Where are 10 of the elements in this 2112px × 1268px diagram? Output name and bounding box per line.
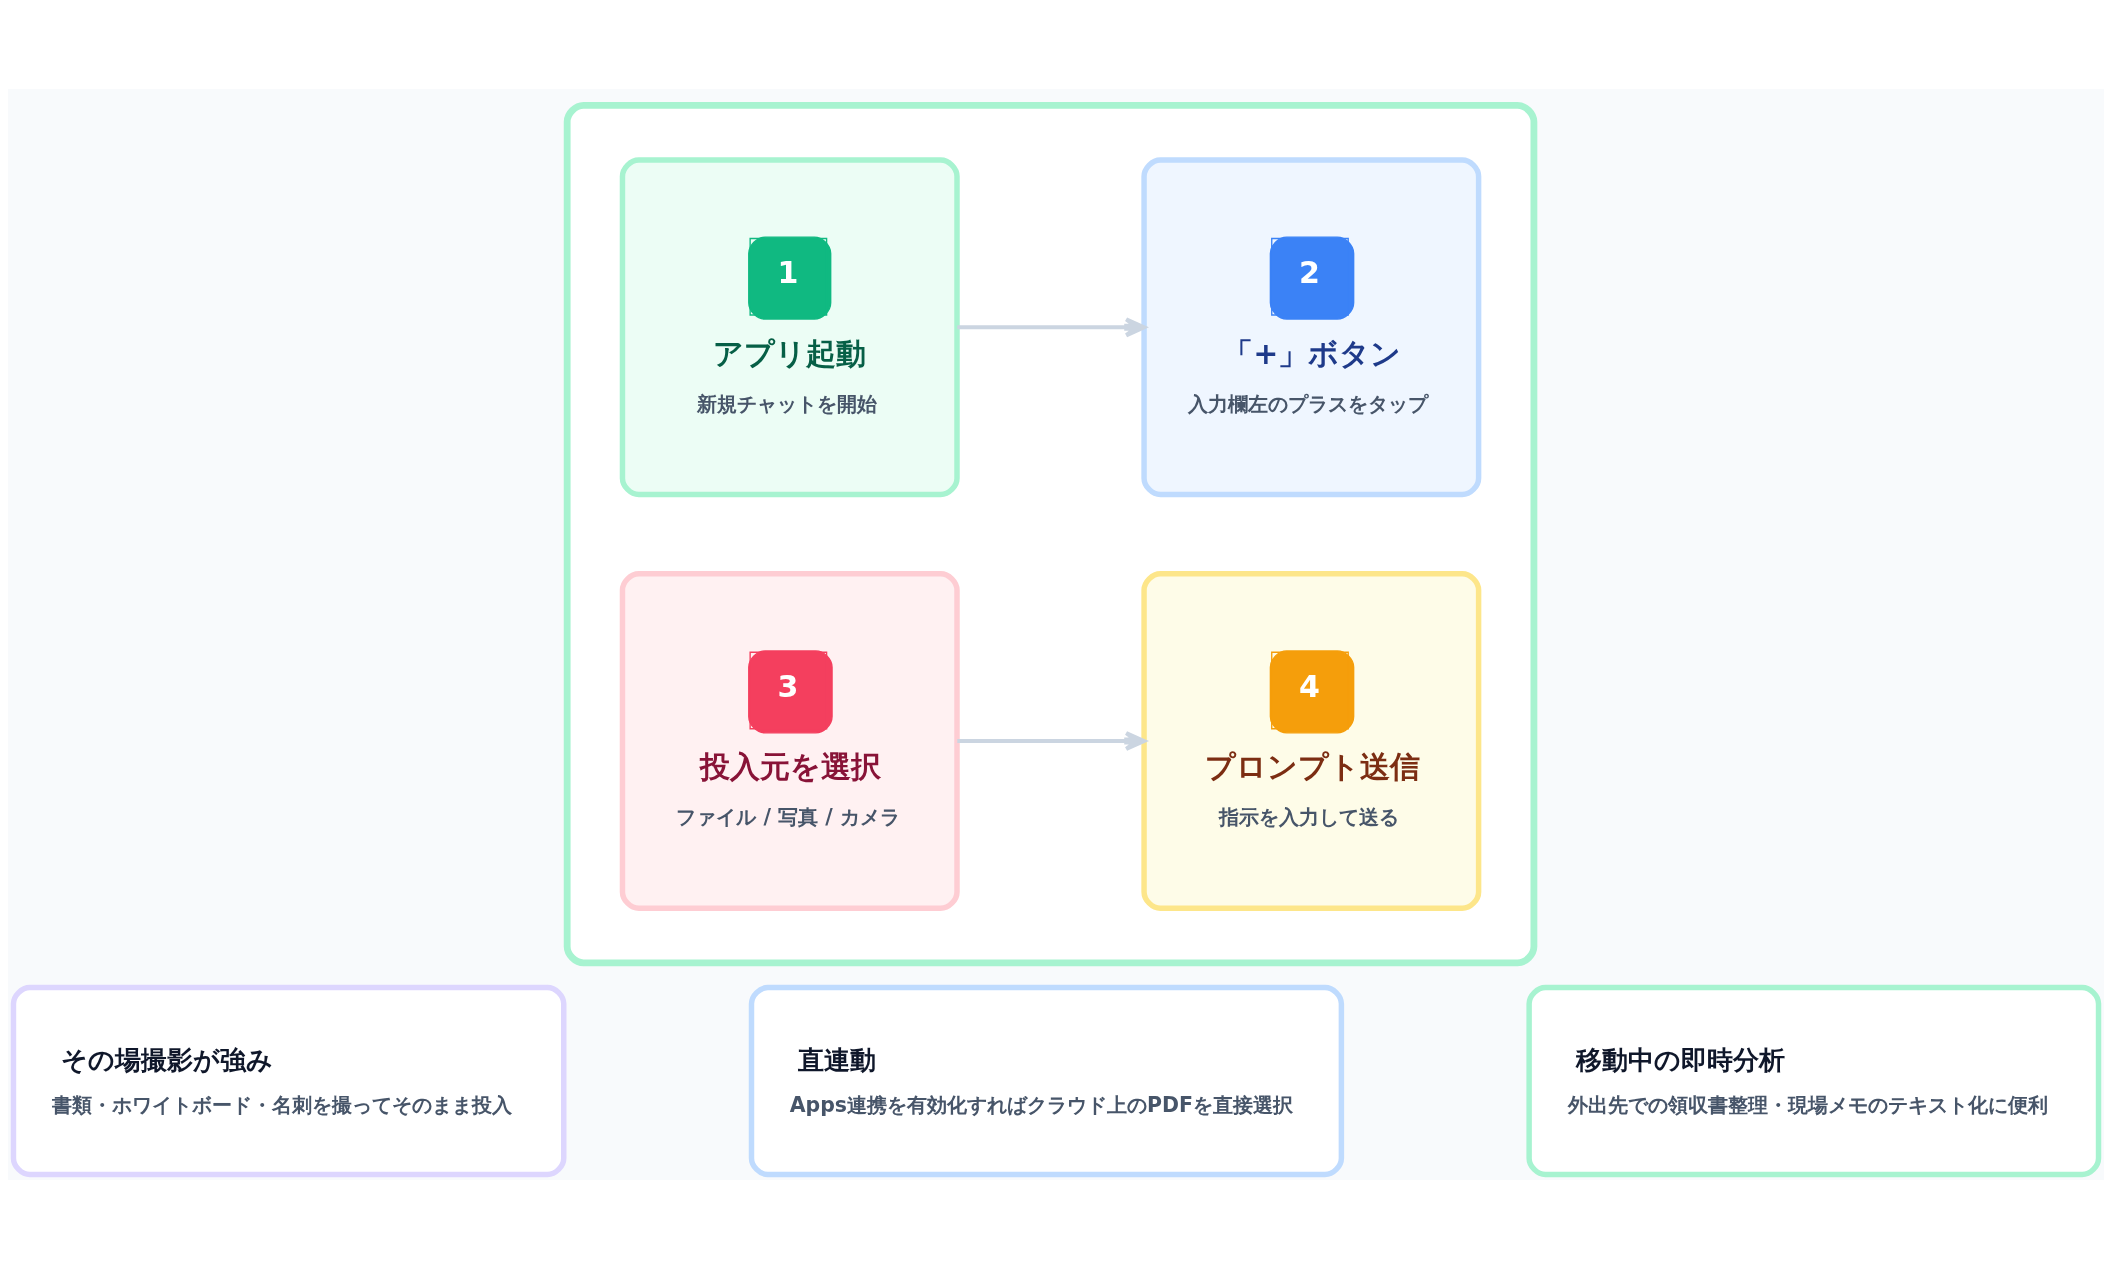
node-box: 2 「+」ボタン 入力欄左のプラスをタップ (1141, 156, 1482, 497)
node-box: 1 アプリ起動 新規チャットを開始 (619, 156, 960, 497)
node-box: 3 投入元を選択 ファイル / 写真 / カメラ (619, 570, 960, 911)
node-box: その場撮影が強み 書類・ホワイトボード・名刺を撮ってそのまま投入 (10, 984, 567, 1177)
node-box: 4 プロンプト送信 指示を入力して送る (1141, 570, 1482, 911)
node-box: 移動中の即時分析 外出先での領収書整理・現場メモのテキスト化に便利 (1526, 984, 2102, 1177)
arrow (957, 316, 1147, 337)
cluster (563, 101, 1538, 966)
node-box: 直連動 Apps連携を有効化すればクラウド上のPDFを直接選択 (748, 984, 1345, 1177)
arrow (957, 730, 1147, 751)
